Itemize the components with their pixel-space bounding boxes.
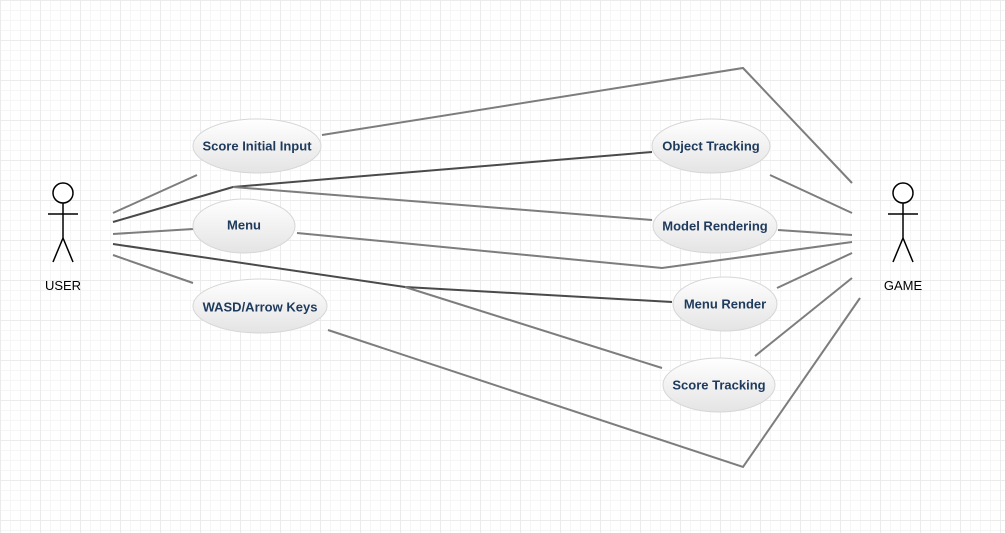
stick-figure-icon: [888, 182, 918, 263]
assoc-user-object-tracking[interactable]: [112, 151, 653, 223]
use-case-label: Object Tracking: [662, 139, 760, 154]
assoc-user-score-tracking[interactable]: [404, 286, 663, 369]
actor-user-label: USER: [45, 278, 81, 293]
assoc-score-tracking-game[interactable]: [754, 277, 853, 357]
use-case-label: Model Rendering: [662, 219, 768, 234]
assoc-menu-render-game[interactable]: [776, 252, 853, 289]
use-case-score-initial-input[interactable]: Score Initial Input: [192, 118, 322, 174]
assoc-score-initial-input-game[interactable]: [321, 66, 853, 184]
associations: [112, 66, 861, 469]
assoc-wasd-arrow-keys-game[interactable]: [327, 297, 861, 469]
assoc-model-rendering-game[interactable]: [777, 229, 853, 236]
use-case-label: Menu Render: [684, 297, 766, 312]
actor-game-label: GAME: [884, 278, 923, 293]
use-case-menu-render[interactable]: Menu Render: [672, 276, 778, 332]
use-case-menu[interactable]: Menu: [192, 198, 296, 254]
assoc-user-model-rendering[interactable]: [232, 186, 653, 221]
use-case-model-rendering[interactable]: Model Rendering: [652, 198, 778, 254]
use-case-score-tracking[interactable]: Score Tracking: [662, 357, 776, 413]
use-case-label: Score Tracking: [672, 378, 765, 393]
assoc-object-tracking-game[interactable]: [769, 174, 853, 214]
assoc-user-menu-render[interactable]: [112, 243, 673, 303]
assoc-user-score-initial-input[interactable]: [112, 174, 198, 214]
use-case-label: Menu: [227, 218, 261, 233]
assoc-menu-game[interactable]: [296, 232, 853, 270]
actor-game[interactable]: GAME: [884, 182, 923, 293]
use-case-label: WASD/Arrow Keys: [203, 300, 318, 315]
use-case-wasd-arrow-keys[interactable]: WASD/Arrow Keys: [192, 278, 328, 334]
stick-figure-icon: [48, 182, 78, 263]
actor-user[interactable]: USER: [45, 182, 81, 293]
assoc-user-menu[interactable]: [112, 228, 194, 235]
use-case-object-tracking[interactable]: Object Tracking: [651, 118, 771, 174]
use-case-label: Score Initial Input: [202, 139, 312, 154]
assoc-user-wasd-arrow-keys[interactable]: [112, 254, 194, 284]
